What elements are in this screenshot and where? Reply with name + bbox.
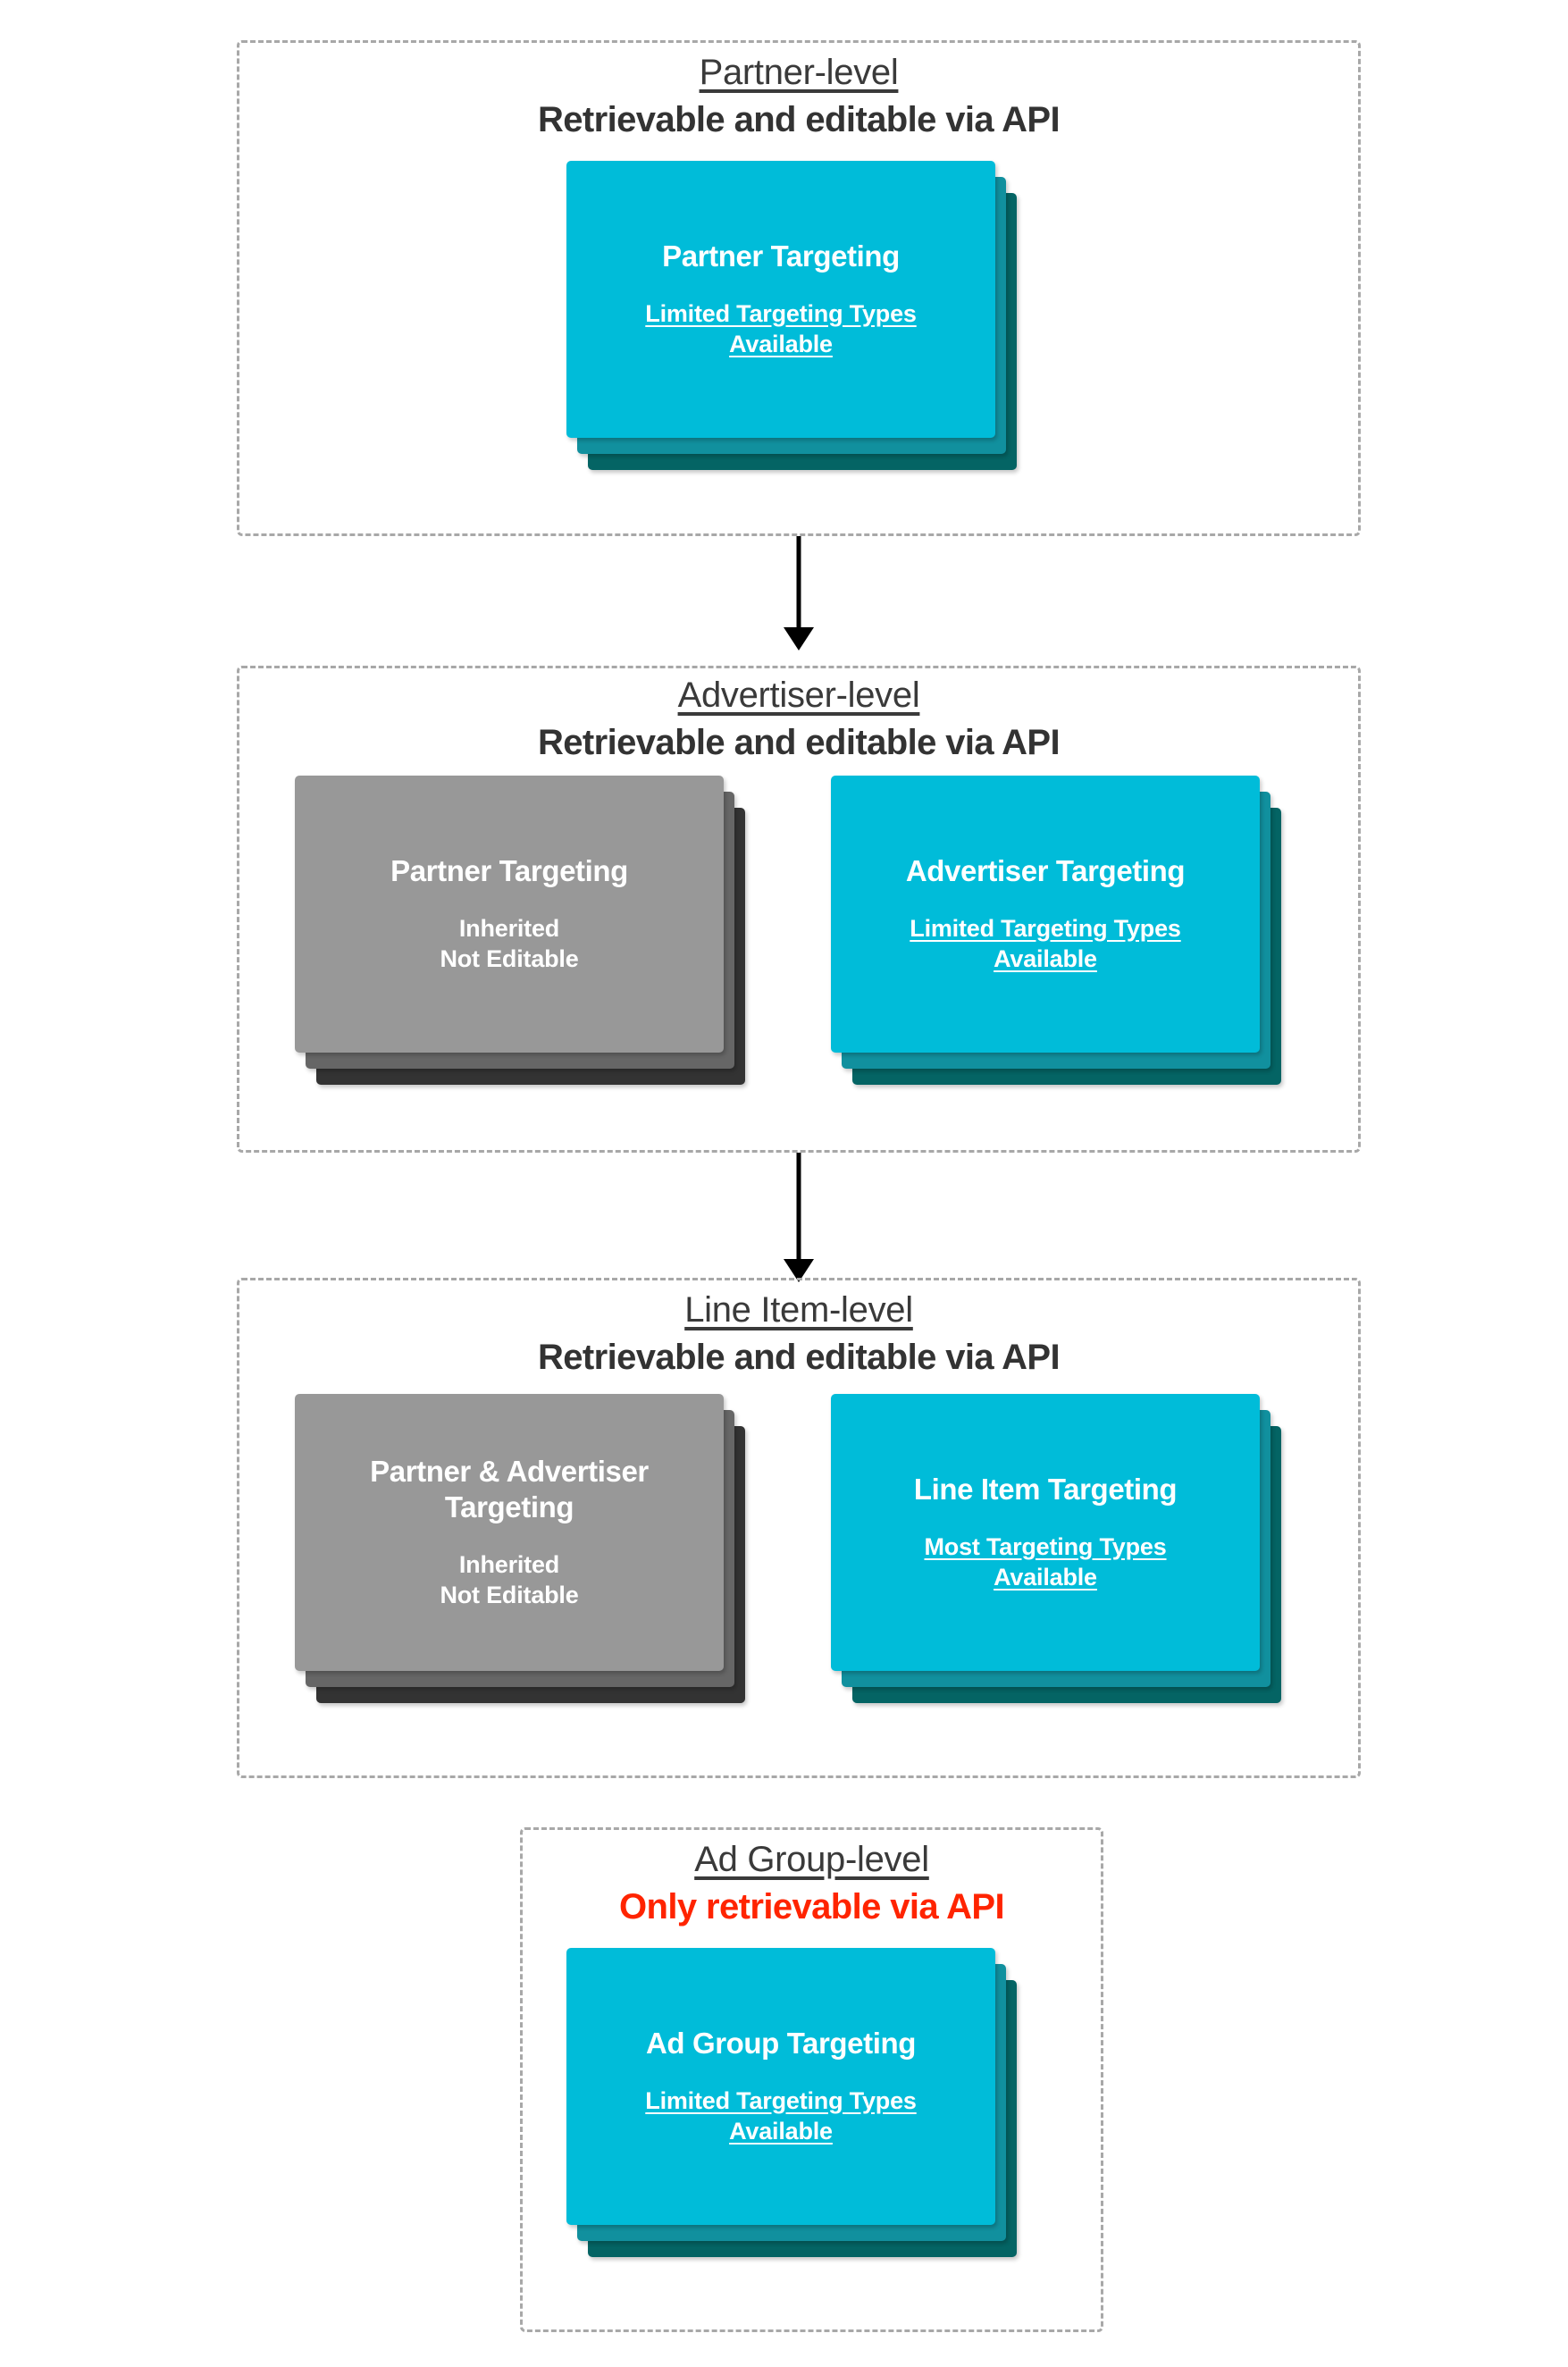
card-note-line1: Limited Targeting Types <box>645 299 917 327</box>
card-title-inherited-partner-advertiser-targeting: Partner & Advertiser Targeting <box>370 1455 649 1524</box>
card-note-line1: Inherited <box>458 1550 560 1578</box>
card-stack-ad-group-targeting[interactable]: Ad Group Targeting Limited Targeting Typ… <box>566 1948 1017 2257</box>
connector-advertiser-to-line-item <box>763 1153 834 1282</box>
card-note-line2: Available <box>994 1564 1097 1591</box>
card-stack-inherited-partner-targeting[interactable]: Partner Targeting Inherited Not Editable <box>295 776 745 1085</box>
card-stack-advertiser-targeting[interactable]: Advertiser Targeting Limited Targeting T… <box>831 776 1281 1085</box>
card-note-partner-targeting: Limited Targeting Types Available <box>645 298 917 360</box>
card-note-line2: Available <box>729 2118 833 2145</box>
level-container-line-item <box>237 1278 1361 1778</box>
level-container-partner <box>237 40 1361 536</box>
card-title-partner-targeting: Partner Targeting <box>662 239 900 273</box>
card-layer-front[interactable]: Ad Group Targeting Limited Targeting Typ… <box>566 1948 995 2225</box>
card-layer-front[interactable]: Partner Targeting Inherited Not Editable <box>295 776 724 1053</box>
card-title-inherited-partner-targeting: Partner Targeting <box>390 854 628 888</box>
card-title-line-item-targeting: Line Item Targeting <box>913 1473 1178 1507</box>
card-note-inherited-partner-advertiser-targeting: Inherited Not Editable <box>440 1549 578 1611</box>
card-note-line1: Inherited <box>458 914 560 942</box>
arrow-shaft <box>796 1153 801 1260</box>
card-note-line2: Not Editable <box>440 1582 579 1609</box>
card-note-line1: Limited Targeting Types <box>645 2086 917 2114</box>
card-note-inherited-partner-targeting: Inherited Not Editable <box>440 913 578 975</box>
card-note-line1: Limited Targeting Types <box>910 914 1181 942</box>
card-layer-front[interactable]: Line Item Targeting Most Targeting Types… <box>831 1394 1260 1671</box>
card-note-advertiser-targeting: Limited Targeting Types Available <box>910 913 1181 975</box>
card-layer-front[interactable]: Partner & Advertiser Targeting Inherited… <box>295 1394 724 1671</box>
card-layer-front[interactable]: Advertiser Targeting Limited Targeting T… <box>831 776 1260 1053</box>
card-note-line-item-targeting: Most Targeting Types Available <box>924 1532 1166 1593</box>
card-note-line1: Most Targeting Types <box>924 1532 1167 1560</box>
card-note-line2: Not Editable <box>440 945 579 973</box>
connector-partner-to-advertiser <box>763 536 834 651</box>
card-note-line2: Available <box>729 331 833 358</box>
level-container-advertiser <box>237 666 1361 1153</box>
arrow-shaft <box>796 536 801 629</box>
card-stack-line-item-targeting[interactable]: Line Item Targeting Most Targeting Types… <box>831 1394 1281 1703</box>
card-stack-partner-targeting[interactable]: Partner Targeting Limited Targeting Type… <box>566 161 1017 470</box>
card-note-ad-group-targeting: Limited Targeting Types Available <box>645 2086 917 2147</box>
card-title-ad-group-targeting: Ad Group Targeting <box>646 2027 916 2061</box>
arrow-head-icon <box>784 627 814 651</box>
card-note-line2: Available <box>994 945 1097 973</box>
level-container-ad-group <box>520 1827 1103 2332</box>
card-layer-front[interactable]: Partner Targeting Limited Targeting Type… <box>566 161 995 438</box>
card-title-advertiser-targeting: Advertiser Targeting <box>905 854 1186 888</box>
card-stack-inherited-partner-advertiser-targeting[interactable]: Partner & Advertiser Targeting Inherited… <box>295 1394 745 1703</box>
